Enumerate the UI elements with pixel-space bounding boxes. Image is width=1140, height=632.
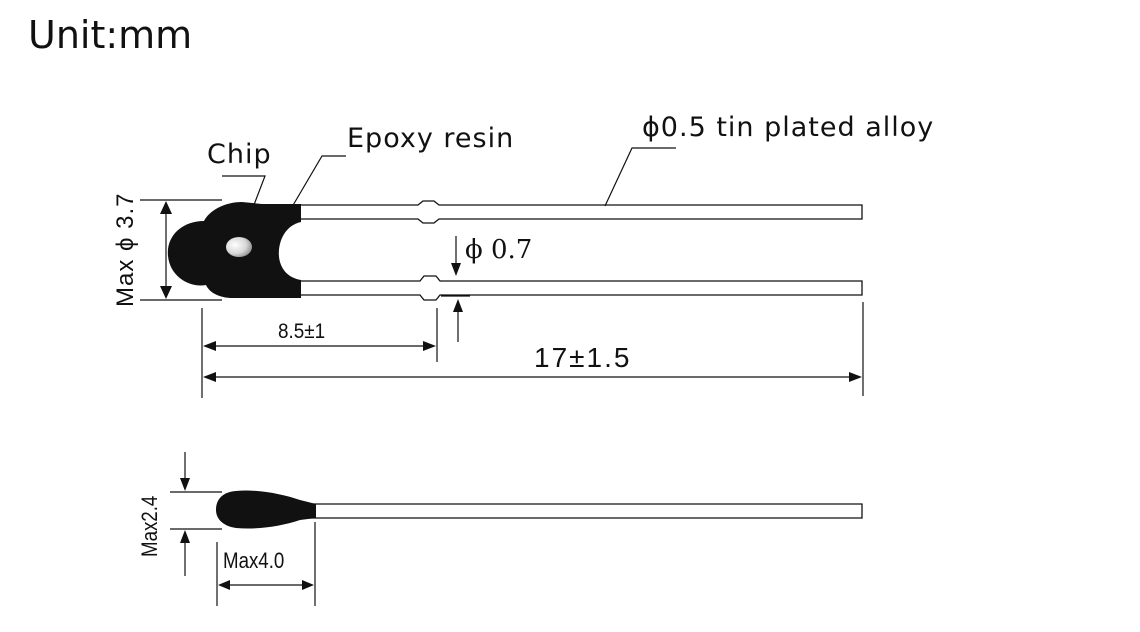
chip-element [226,237,252,257]
chip-label: Chip [207,139,272,170]
total-length-label: 17±1.5 [534,342,631,373]
total-length-dimension: 17±1.5 [203,302,864,396]
lead-wire-label: ϕ0.5 tin plated alloy [642,112,934,143]
lead-diameter-dimension: ϕ 0.7 [441,235,532,342]
max-diameter-label: Max ϕ 3.7 [112,193,139,307]
lead-diameter-label: ϕ 0.7 [465,235,532,265]
kink-distance-label: 8.5±1 [278,320,325,343]
max-body-length-label: Max4.0 [223,550,284,574]
chip-leader [222,175,266,211]
lead-wire-bottom [299,275,863,301]
lead-wire-leader [604,147,676,207]
epoxy-body-side [216,490,316,529]
kink-distance-dimension: 8.5±1 [201,308,438,398]
epoxy-cutout [278,222,301,280]
max-thickness-dimension: Max2.4 [139,452,222,576]
max-thickness-label: Max2.4 [139,496,163,557]
max-diameter-dimension: Max ϕ 3.7 [112,193,222,307]
epoxy-leader [291,155,346,208]
lead-wire-top [299,200,863,224]
front-view: Chip Epoxy resin ϕ0.5 tin plated alloy M… [112,112,934,398]
max-body-length-dimension: Max4.0 [216,522,316,606]
epoxy-label: Epoxy resin [347,123,514,154]
side-view: Max2.4 Max4.0 [139,452,863,606]
lead-wire-side [299,503,863,519]
unit-label: Unit:mm [28,13,192,57]
